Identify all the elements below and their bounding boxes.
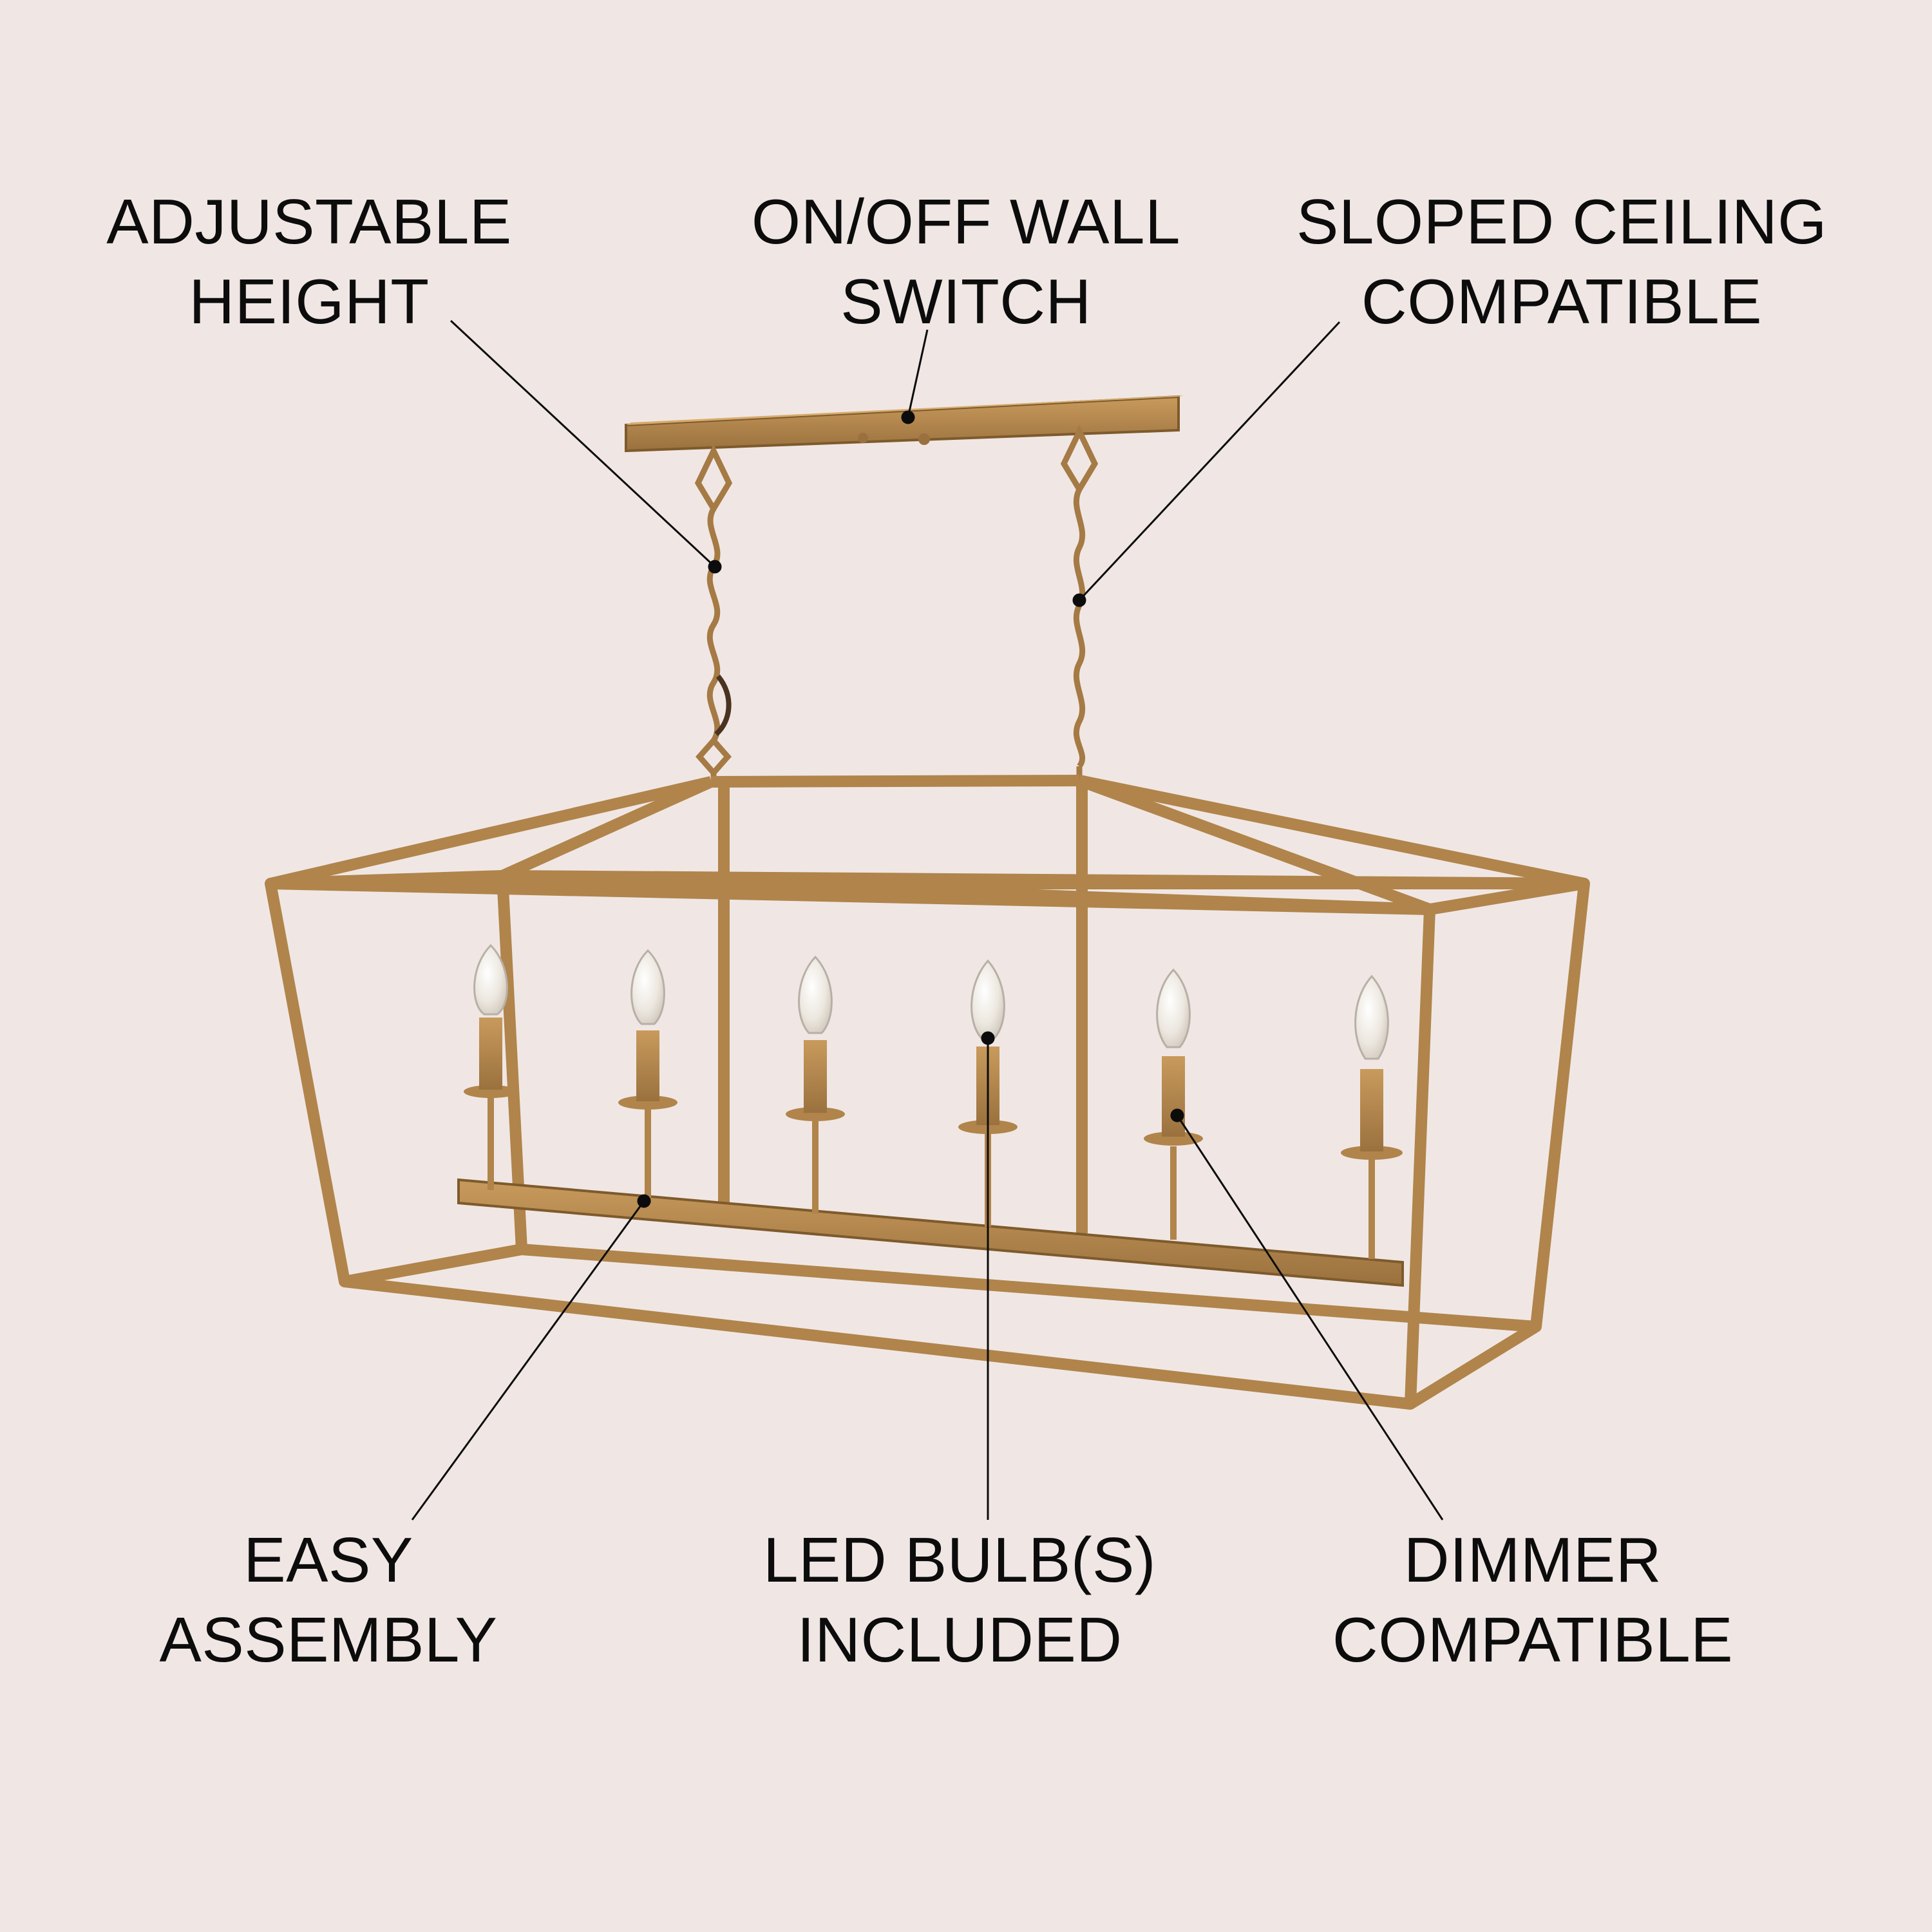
candle-3 [786, 955, 845, 1214]
candle-2 [618, 949, 677, 1203]
callout-line: INCLUDED [797, 1604, 1122, 1675]
candle-base-bar [457, 1178, 1404, 1287]
callout-line: DIMMER [1403, 1524, 1662, 1595]
candle-1 [464, 943, 518, 1190]
callout-leader-lines [411, 319, 1444, 1520]
callout-on-off-wall-switch: ON/OFF WALL SWITCH [702, 182, 1230, 341]
callout-easy-assembly: EASY ASSEMBLY [122, 1520, 535, 1680]
hanging-chains [694, 424, 1099, 782]
callout-line: ON/OFF WALL [751, 186, 1181, 257]
candle-6 [1341, 974, 1403, 1259]
lantern-frame [265, 775, 1590, 1410]
candle-5 [1144, 968, 1203, 1240]
ceiling-canopy [625, 395, 1184, 453]
callout-led-bulbs-included: LED BULB(S) INCLUDED [734, 1520, 1185, 1680]
callout-line: EASY [243, 1524, 413, 1595]
callout-line: ADJUSTABLE [106, 186, 512, 257]
callout-line: COMPATIBLE [1361, 266, 1763, 337]
callout-adjustable-height: ADJUSTABLE HEIGHT [84, 182, 535, 341]
callout-line: ASSEMBLY [159, 1604, 498, 1675]
callout-sloped-ceiling-compatible: SLOPED CEILING COMPATIBLE [1256, 182, 1868, 341]
callout-line: LED BULB(S) [762, 1524, 1156, 1595]
callout-line: HEIGHT [189, 266, 430, 337]
callout-line: SLOPED CEILING [1296, 186, 1827, 257]
callout-dimmer-compatible: DIMMER COMPATIBLE [1307, 1520, 1758, 1680]
callout-line: COMPATIBLE [1332, 1604, 1734, 1675]
callout-line: SWITCH [840, 266, 1092, 337]
